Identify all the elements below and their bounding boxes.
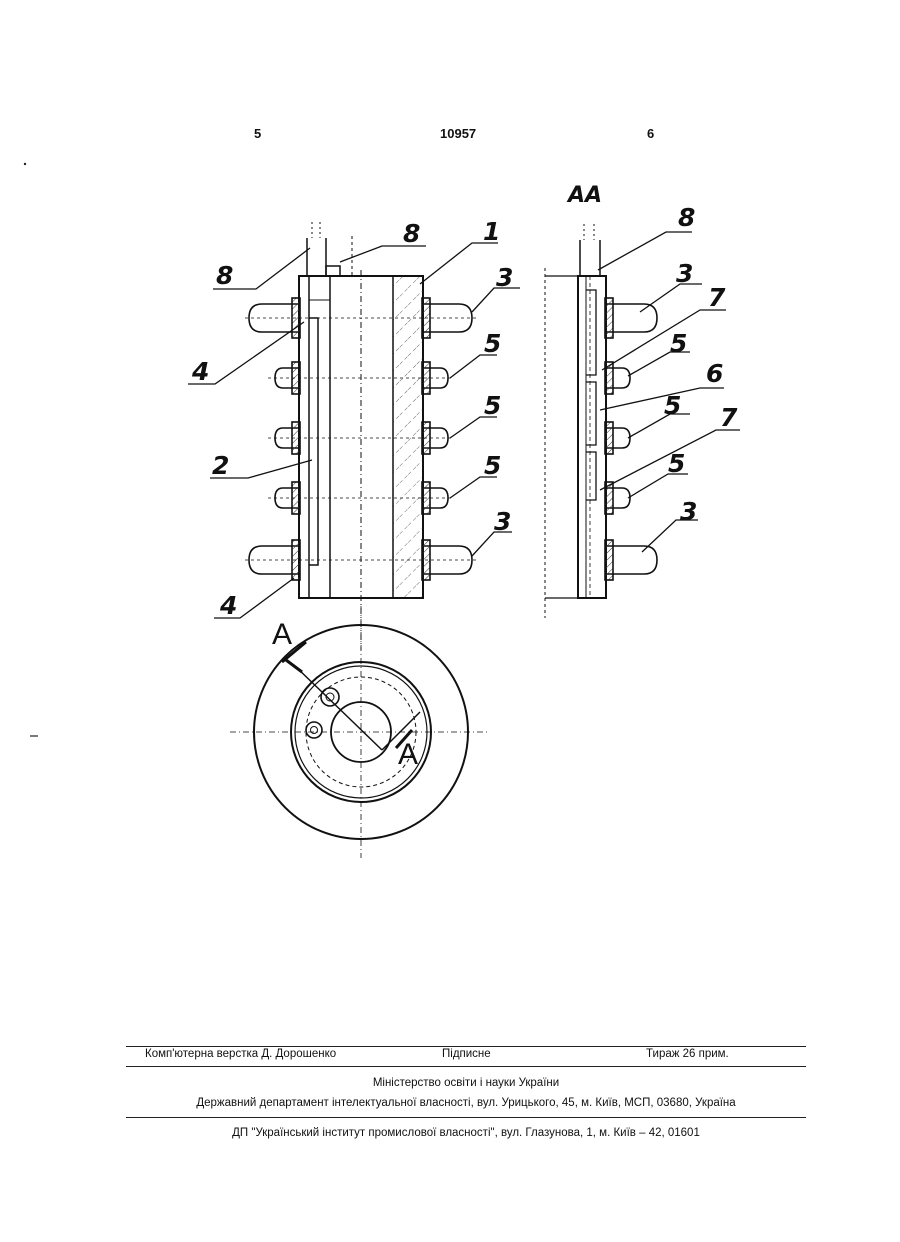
label-4-bottom: 4 <box>219 591 237 620</box>
label-3-top: 3 <box>496 263 513 292</box>
footer-rule-2 <box>126 1066 806 1067</box>
label-3-bottom: 3 <box>494 507 511 536</box>
label-8-left: 8 <box>216 261 233 290</box>
plan-view <box>230 606 490 858</box>
footer-signed: Підписне <box>442 1048 491 1060</box>
scan-dot <box>24 163 26 165</box>
label-5-a: 5 <box>484 329 501 358</box>
label-3-section-bottom: 3 <box>680 497 697 526</box>
label-8-top: 8 <box>403 219 420 248</box>
section-title: АА <box>566 183 602 208</box>
label-5-c: 5 <box>484 451 501 480</box>
label-5-b: 5 <box>484 391 501 420</box>
label-7-bottom: 7 <box>720 403 738 432</box>
label-7-top: 7 <box>708 283 726 312</box>
footer-ministry: Міністерство освіти і науки України <box>126 1077 806 1089</box>
label-6: 6 <box>706 359 723 388</box>
label-5-section-a: 5 <box>670 329 687 358</box>
footer-institute: ДП "Український інститут промислової вла… <box>126 1127 806 1139</box>
label-4-top: 4 <box>191 357 209 386</box>
footer-rule-3 <box>126 1117 806 1118</box>
label-8-section: 8 <box>678 203 695 232</box>
label-2: 2 <box>212 451 229 480</box>
label-5-section-c: 5 <box>668 449 685 478</box>
front-view <box>188 222 520 650</box>
footer-layout: Комп'ютерна верстка Д. Дорошенко <box>145 1048 336 1060</box>
section-mark-a-bottom: А <box>398 738 418 771</box>
footer-department: Державний департамент інтелектуальної вл… <box>126 1097 806 1109</box>
footer-circulation: Тираж 26 прим. <box>646 1048 729 1060</box>
footer-rule-1 <box>126 1046 806 1047</box>
label-1: 1 <box>483 217 500 246</box>
label-3-section-top: 3 <box>676 259 693 288</box>
label-5-section-b: 5 <box>664 391 681 420</box>
section-mark-a-top: А <box>272 618 292 651</box>
